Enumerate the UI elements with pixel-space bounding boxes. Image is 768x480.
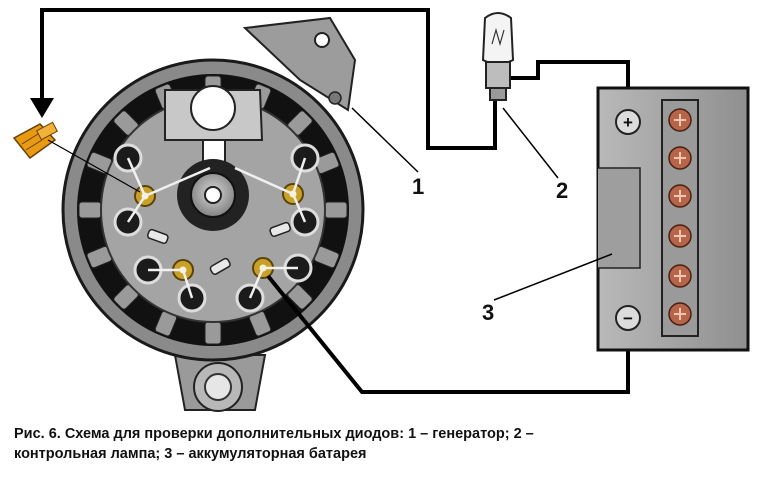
connector-icon <box>12 121 58 160</box>
callout-lamp: 2 <box>556 178 569 203</box>
figure-caption: Рис. 6. Схема для проверки дополнительны… <box>14 424 754 464</box>
callout-battery: 3 <box>482 300 495 325</box>
caption-line-2: контрольная лампа; 3 – аккумуляторная ба… <box>14 446 367 462</box>
callout-generator: 1 <box>412 174 425 199</box>
diagram-canvas: + − <box>12 8 750 412</box>
caption-line-1: Рис. 6. Схема для проверки дополнительны… <box>14 426 534 442</box>
alternator-icon <box>61 16 365 412</box>
battery-icon: + − <box>596 86 750 352</box>
battery-minus-symbol: − <box>623 309 633 328</box>
lamp-icon <box>481 12 515 101</box>
battery-plus-symbol: + <box>623 113 633 132</box>
